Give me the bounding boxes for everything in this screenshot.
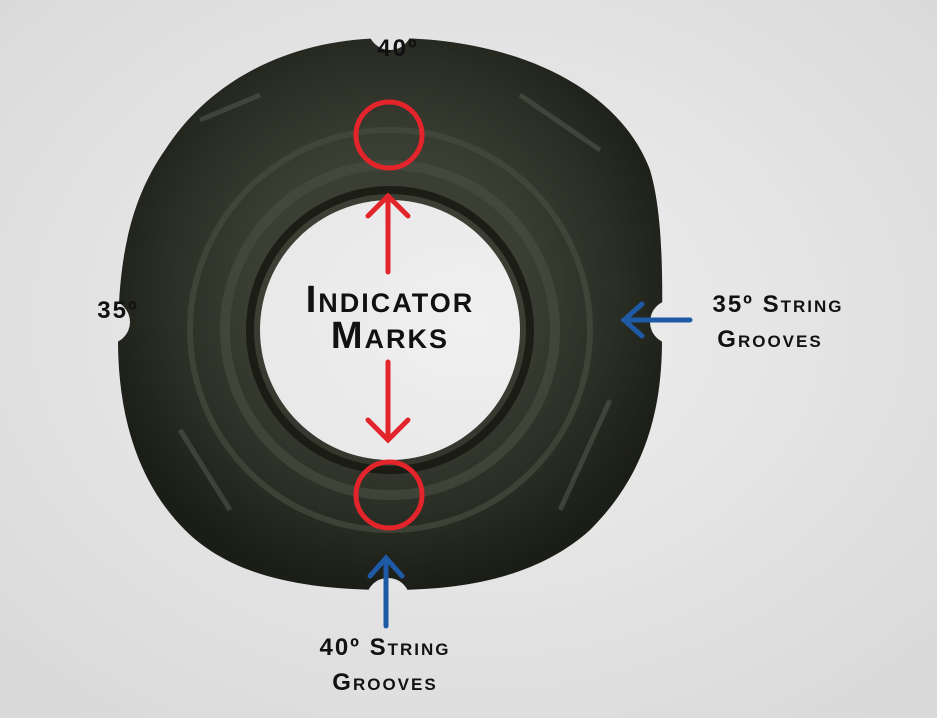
- right-label-line1: 35º String: [712, 291, 843, 318]
- center-label-line1: Indicator: [306, 279, 475, 321]
- indicator-marks-highlights: [353, 99, 693, 629]
- bottom-label-line2: Grooves: [332, 669, 437, 696]
- red-arrow-down-icon: [365, 359, 411, 444]
- top-angle-label: 40º: [377, 35, 418, 62]
- bottom-label-line1: 40º String: [319, 634, 450, 661]
- left-angle-label: 35º: [97, 297, 138, 324]
- blue-arrow-left-icon: [620, 301, 693, 339]
- right-label-line2: Grooves: [717, 326, 822, 353]
- blue-arrow-up-icon: [367, 554, 405, 629]
- bottom-indicator-circle: [353, 459, 425, 531]
- peep-sight-ring: [118, 38, 663, 590]
- center-label-line2: Marks: [331, 315, 449, 357]
- red-arrow-up-icon: [365, 192, 411, 275]
- top-indicator-circle: [353, 99, 425, 171]
